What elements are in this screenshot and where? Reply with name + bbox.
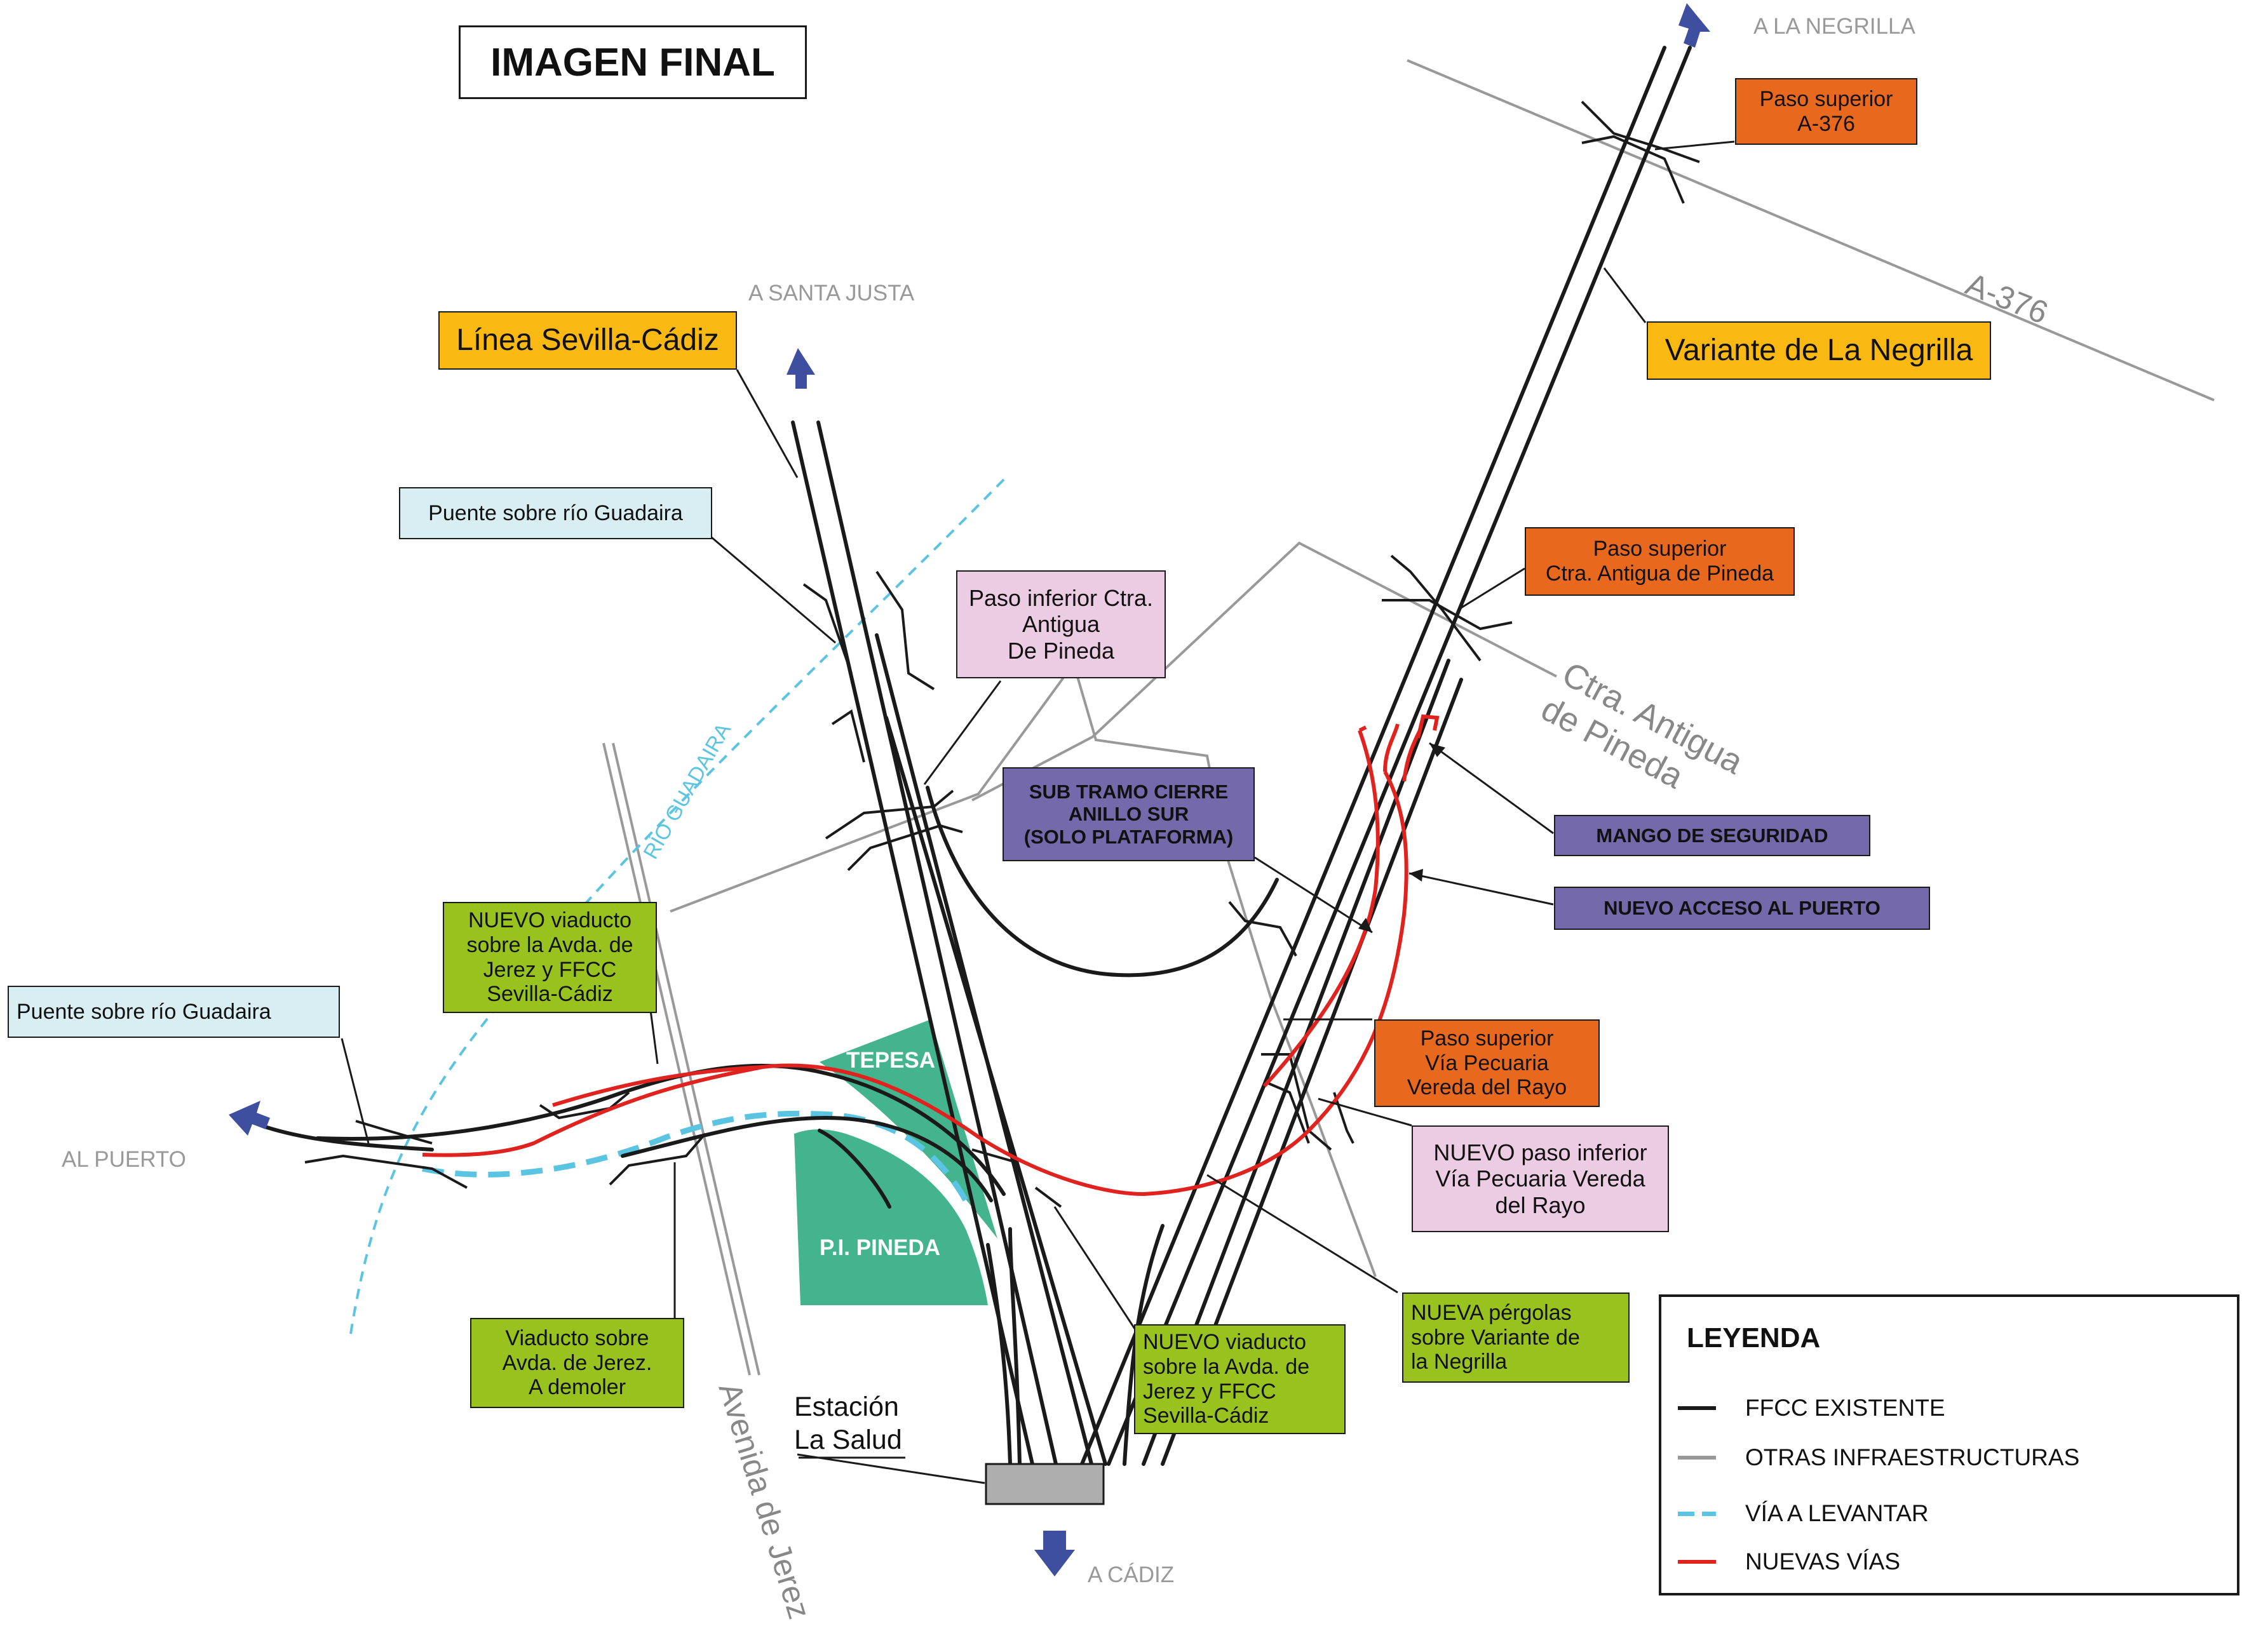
- label-mango-seguridad: MANGO DE SEGURIDAD: [1554, 815, 1870, 856]
- label-puente-guadaira-2: Puente sobre río Guadaira: [8, 986, 340, 1038]
- legend-swatch-levantar: [1678, 1511, 1716, 1516]
- label-nueva-pergolas: NUEVA pérgolas sobre Variante de la Negr…: [1402, 1293, 1630, 1383]
- label-paso-superior-via: Paso superior Vía Pecuaria Vereda del Ra…: [1374, 1019, 1600, 1107]
- label-viaducto-demoler: Viaducto sobre Avda. de Jerez. A demoler: [470, 1318, 684, 1408]
- label-nuevo-paso-inferior: NUEVO paso inferior Vía Pecuaria Vereda …: [1412, 1125, 1669, 1232]
- leader-lines: [341, 140, 1735, 1484]
- page-title: IMAGEN FINAL: [459, 25, 807, 99]
- label-nuevo-acceso: NUEVO ACCESO AL PUERTO: [1554, 887, 1930, 930]
- nuevas-vias: [422, 714, 1440, 1197]
- station-line1: Estación: [794, 1392, 899, 1422]
- label-variante-negrilla: Variante de La Negrilla: [1647, 321, 1991, 380]
- arrow-head-mango-icon: [1429, 743, 1445, 757]
- arrow-head-acceso-icon: [1409, 869, 1423, 882]
- legend-swatch-nuevas: [1678, 1560, 1716, 1564]
- label-paso-superior-a376: Paso superior A-376: [1735, 78, 1917, 145]
- direction-arrows: [229, 3, 1710, 1576]
- label-nuevo-viaducto-right: NUEVO viaducto sobre la Avda. de Jerez y…: [1134, 1324, 1346, 1434]
- legend-item-ffcc: FFCC EXISTENTE: [1678, 1392, 1945, 1424]
- via-a-levantar: [422, 1110, 968, 1202]
- legend-title: LEYENDA: [1687, 1322, 1821, 1353]
- station-label: Estación La Salud: [794, 1391, 902, 1456]
- label-puente-guadaira-1: Puente sobre río Guadaira: [399, 487, 712, 539]
- label-paso-inferior-ctra: Paso inferior Ctra. Antigua De Pineda: [956, 570, 1166, 678]
- station-building: [985, 1463, 1105, 1505]
- label-linea-sevilla-cadiz: Línea Sevilla-Cádiz: [438, 311, 737, 370]
- label-nuevo-viaducto-left: NUEVO viaducto sobre la Avda. de Jerez y…: [443, 902, 657, 1013]
- arrow-head-subtramo-icon: [1358, 918, 1372, 932]
- bridge-ticks: [304, 100, 1700, 1208]
- station-line2: La Salud: [794, 1424, 902, 1455]
- label-sub-tramo: SUB TRAMO CIERRE ANILLO SUR (SOLO PLATAF…: [1003, 767, 1255, 861]
- legend-item-otras: OTRAS INFRAESTRUCTURAS: [1678, 1442, 2079, 1474]
- legend-swatch-otras: [1678, 1456, 1716, 1460]
- place-a-cadiz: A CÁDIZ: [1088, 1562, 1175, 1587]
- zone-label-tepesa: TEPESA: [846, 1048, 936, 1073]
- ffcc-existente: [265, 46, 1692, 1466]
- zone-label-pineda: P.I. PINEDA: [820, 1235, 940, 1260]
- arrow-west-icon: [229, 1101, 270, 1136]
- place-a-la-negrilla: A LA NEGRILLA: [1753, 14, 1915, 39]
- legend: LEYENDA FFCC EXISTENTE OTRAS INFRAESTRUC…: [1659, 1294, 2239, 1595]
- legend-swatch-ffcc: [1678, 1406, 1716, 1410]
- arrow-south-icon: [1034, 1531, 1075, 1576]
- arrow-north-icon: [787, 348, 815, 389]
- label-paso-superior-ctra: Paso superior Ctra. Antigua de Pineda: [1525, 527, 1795, 596]
- legend-item-levantar: VÍA A LEVANTAR: [1678, 1498, 1929, 1529]
- place-al-puerto: AL PUERTO: [62, 1147, 186, 1172]
- arrow-north-east-icon: [1678, 3, 1710, 48]
- place-a-santa-justa: A SANTA JUSTA: [748, 281, 915, 306]
- legend-item-nuevas: NUEVAS VÍAS: [1678, 1546, 1900, 1578]
- zone-pi-pineda: [794, 1129, 988, 1305]
